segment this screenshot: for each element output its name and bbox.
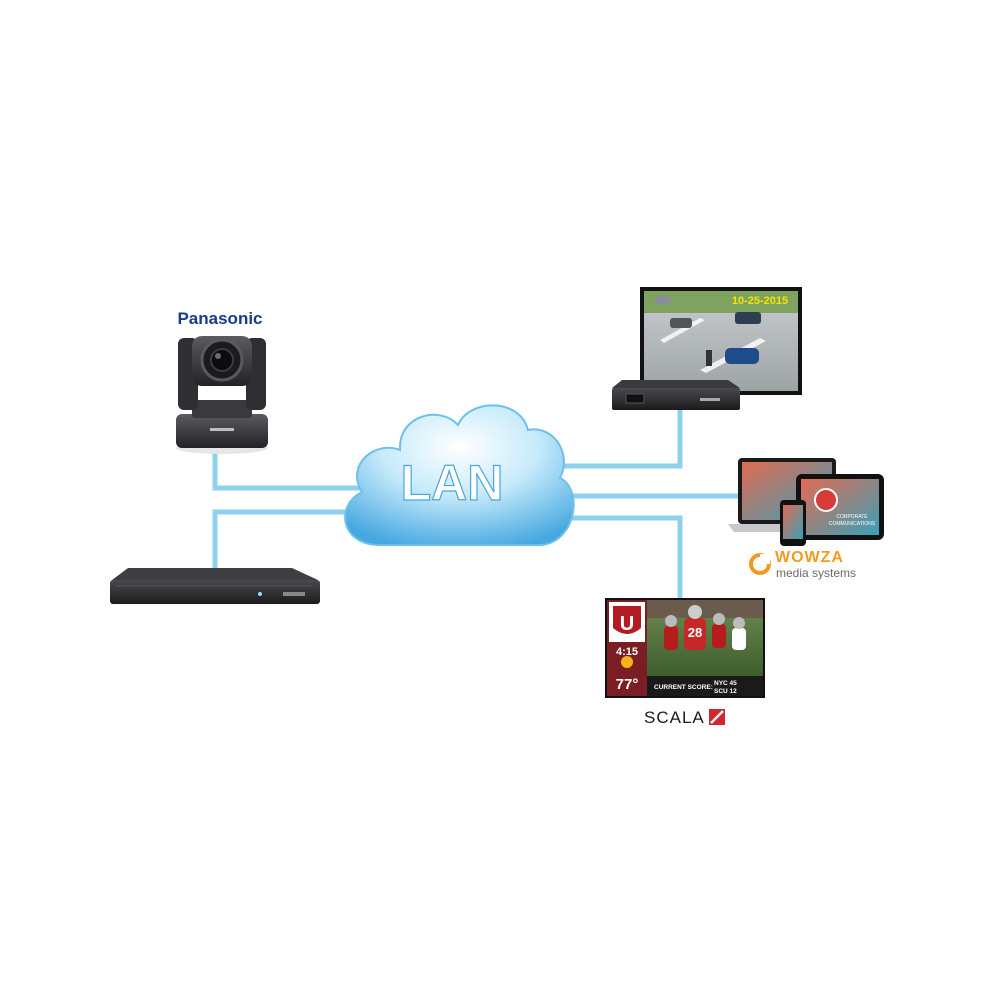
scala-badge-letter: U (620, 613, 634, 635)
link-encoder-appliance (212, 509, 368, 571)
panasonic-brand: Panasonic (177, 309, 262, 328)
monitor-timestamp: 10-25-2015 (732, 295, 788, 307)
link-scala-signage (537, 515, 683, 603)
ptz-camera-icon (176, 336, 268, 454)
scala-score-line2: SCU 12 (714, 688, 737, 695)
cloud-icon (344, 404, 575, 547)
football-players (664, 605, 746, 650)
link-surveillance-decoder (532, 407, 683, 469)
lan-cloud: LAN (344, 404, 575, 547)
link-panasonic-camera (212, 445, 368, 491)
scala-time: 4:15 (616, 646, 638, 658)
scala-score-label: CURRENT SCORE: (654, 684, 713, 691)
wowza-sub: media systems (776, 566, 856, 580)
wowza-swirl-icon (749, 553, 771, 575)
wowza-brand: WOWZA (775, 549, 844, 566)
wowza-screen-text-1: CORPORATE (836, 514, 868, 520)
scala-mark-icon (709, 709, 725, 725)
wowza-screen-text-2: COMMUNICATIONS (829, 521, 876, 527)
scala-logo: SCALA (644, 708, 725, 727)
encoder-appliance-icon (110, 568, 320, 604)
wowza-logo: WOWZA media systems (749, 549, 856, 580)
digital-signage-icon (605, 598, 765, 698)
encoder-appliance (110, 568, 320, 604)
scala-temp: 77° (616, 676, 639, 693)
decoder-appliance-icon (612, 380, 740, 410)
scala-signage: U 4:15 77° 28 CURRENT SCORE: NYC 45 SCU … (605, 598, 765, 727)
surveillance-monitor-icon (640, 287, 802, 395)
scala-brand: SCALA (644, 708, 705, 727)
streaming-devices-icon (728, 458, 884, 546)
panasonic-camera: Panasonic (176, 309, 268, 454)
scala-jersey-number: 28 (688, 625, 702, 640)
scala-score-line1: NYC 45 (714, 680, 737, 687)
wowza-devices: CORPORATE COMMUNICATIONS WOWZA media sys… (728, 458, 884, 580)
surveillance-display: 10-25-2015 (612, 287, 802, 410)
lan-label: LAN (401, 455, 504, 511)
